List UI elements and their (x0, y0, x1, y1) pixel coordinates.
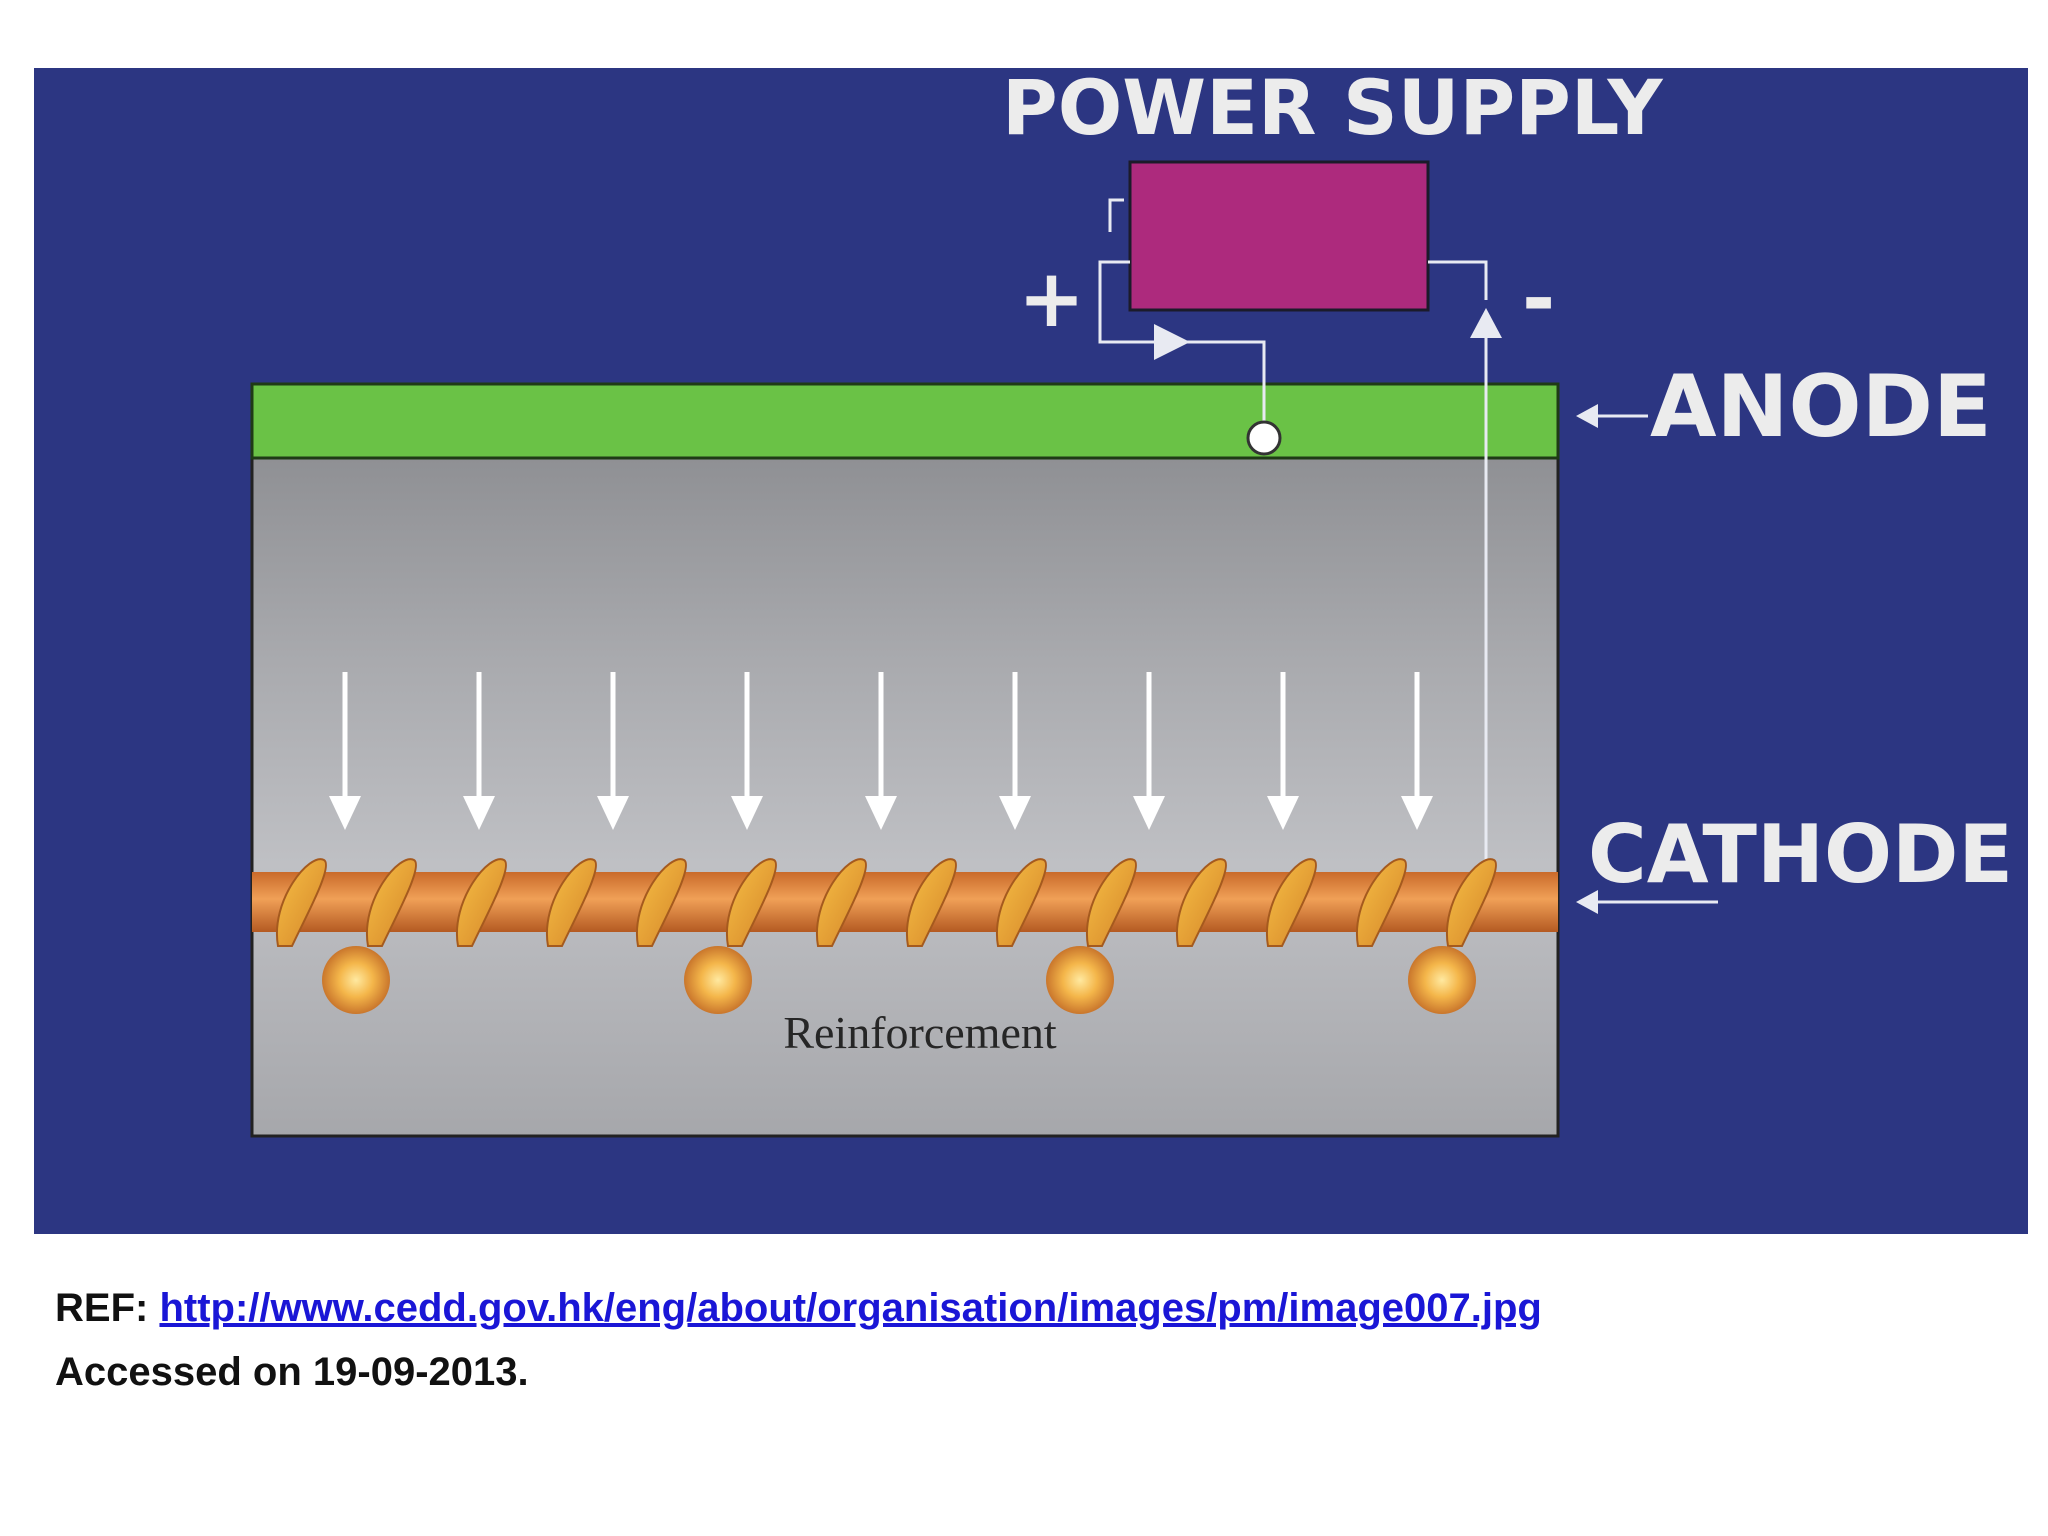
current-arrow (1401, 672, 1433, 830)
current-arrow (1267, 672, 1299, 830)
current-arrow (1133, 672, 1165, 830)
reinforcement-label: Reinforcement (783, 1007, 1057, 1058)
rebar-coil (275, 858, 327, 947)
reference-link[interactable]: http://www.cedd.gov.hk/eng/about/organis… (159, 1286, 1542, 1330)
cathode-pointer-arrow (1576, 890, 1718, 914)
positive-terminal-label: + (1018, 252, 1085, 345)
current-arrow (865, 672, 897, 830)
current-arrow (731, 672, 763, 830)
accessed-date: Accessed on 19-09-2013. (55, 1350, 529, 1394)
return-current-arrow (1470, 308, 1502, 338)
power-supply-label: POWER SUPPLY (1002, 63, 1663, 152)
rebar-coil (1445, 858, 1497, 947)
anode-label: ANODE (1650, 357, 1992, 457)
current-arrow (999, 672, 1031, 830)
circuit-wires (1098, 198, 1488, 882)
rebar-coil (725, 858, 777, 947)
power-supply-box (1128, 160, 1430, 312)
current-arrow (329, 672, 361, 830)
bar-chair (1046, 946, 1114, 1014)
current-arrow (597, 672, 629, 830)
bar-chair (322, 946, 390, 1014)
anode-connection-point (1246, 420, 1282, 456)
rebar-coil (1085, 858, 1137, 947)
rebar-coil (635, 858, 687, 947)
rebar-coil (995, 858, 1047, 947)
rebar-coil (1355, 858, 1407, 947)
anode-strip (250, 382, 1560, 460)
rebar-coil (545, 858, 597, 947)
rebar-coil (1175, 858, 1227, 947)
bar-chair (1408, 946, 1476, 1014)
rebar-coil (365, 858, 417, 947)
bar-chairs (322, 946, 1476, 1014)
anode-pointer-arrow (1576, 404, 1648, 428)
reference-line: REF: http://www.cedd.gov.hk/eng/about/or… (55, 1276, 1542, 1340)
rebar-coil (1265, 858, 1317, 947)
reference-prefix: REF: (55, 1286, 149, 1330)
cathode-label: CATHODE (1588, 808, 2013, 901)
rebar-coil (815, 858, 867, 947)
bar-chair (684, 946, 752, 1014)
rebar-coil (455, 858, 507, 947)
rebar-coil (905, 858, 957, 947)
negative-terminal-label: - (1522, 252, 1555, 345)
reference-caption: REF: http://www.cedd.gov.hk/eng/about/or… (55, 1276, 1542, 1404)
current-arrow (463, 672, 495, 830)
reinforcement-bar (252, 858, 1558, 947)
current-flow-arrows (329, 672, 1433, 830)
current-direction-arrow (1154, 324, 1190, 360)
